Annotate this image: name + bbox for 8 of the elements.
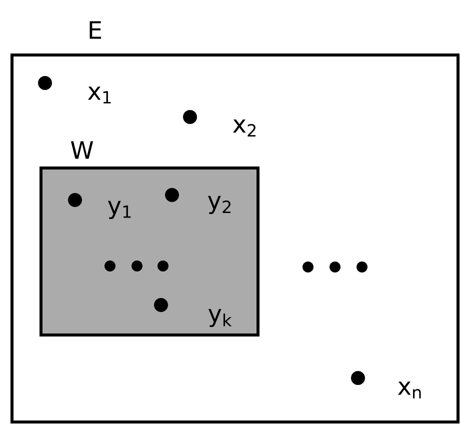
point-label: y$_{k}$ [208,308,232,328]
region-label: E [90,21,102,39]
point-label: x$_{n}$ [398,382,421,398]
point-label: y$_{2}$ [208,196,231,214]
point-label: y$_{1}$ [108,200,131,220]
point-label: x$_{1}$ [88,86,111,104]
point-label: x$_{2}$ [233,119,256,136]
region-label: W [70,141,94,159]
